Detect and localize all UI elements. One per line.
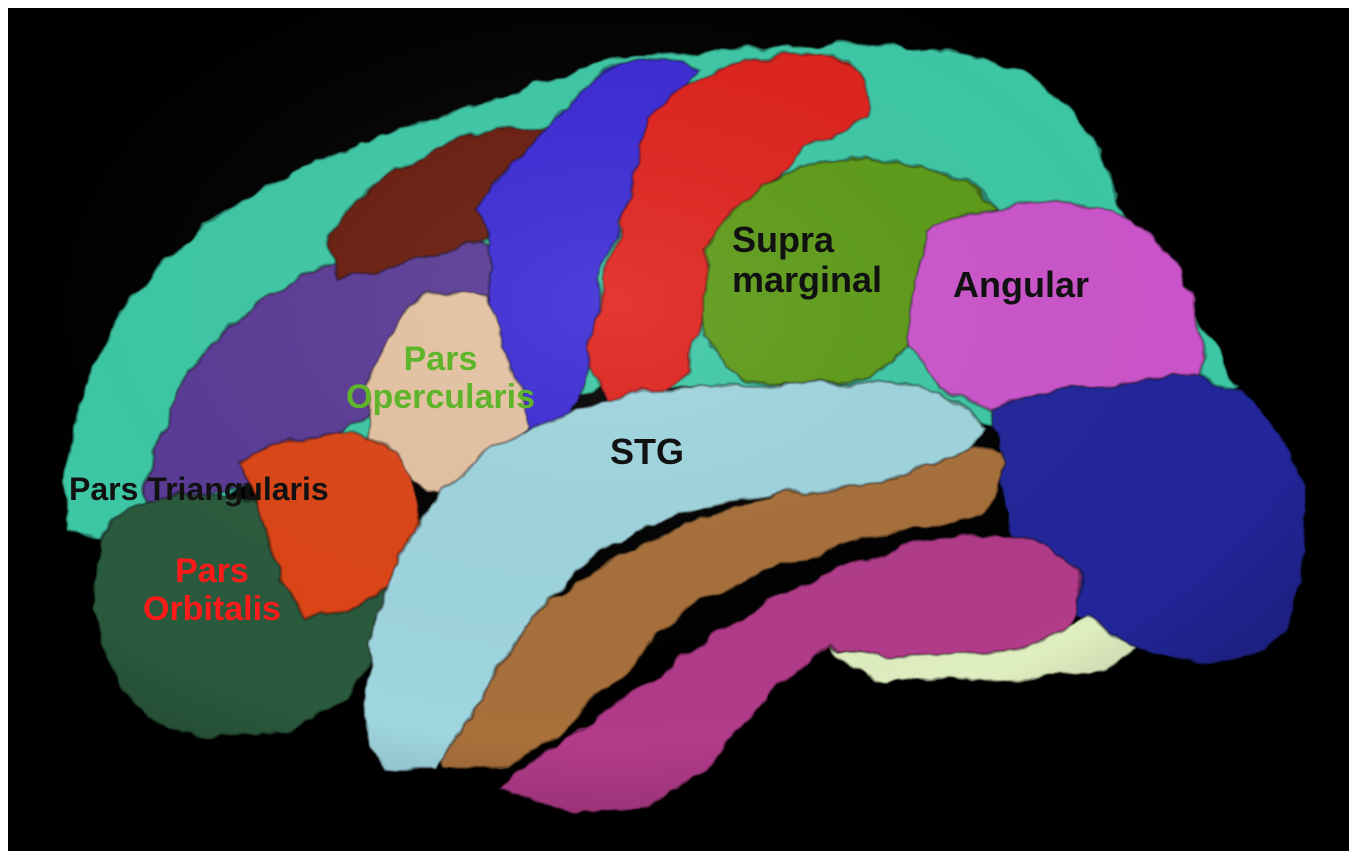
label-supramarginal: Supra marginal [732, 220, 882, 301]
label-pars-orbitalis-line1: Pars [143, 552, 281, 590]
label-pars-opercularis: Pars Opercularis [346, 340, 535, 416]
label-supramarginal-line1: Supra [732, 220, 882, 260]
label-pars-opercularis-line2: Opercularis [346, 378, 535, 416]
label-stg: STG [610, 432, 684, 472]
label-pars-opercularis-line1: Pars [346, 340, 535, 378]
image-frame: Supra marginal Angular Pars Opercularis … [8, 8, 1349, 851]
label-pars-orbitalis-line2: Orbitalis [143, 590, 281, 628]
label-angular-text: Angular [953, 265, 1089, 305]
label-stg-text: STG [610, 432, 684, 472]
label-supramarginal-line2: marginal [732, 260, 882, 300]
label-pars-orbitalis: Pars Orbitalis [143, 552, 281, 628]
label-pars-triangularis-text: Pars Triangularis [69, 472, 329, 508]
brain-cortex-illustration [8, 8, 1349, 851]
label-angular: Angular [953, 265, 1089, 305]
label-pars-triangularis: Pars Triangularis [69, 472, 329, 508]
